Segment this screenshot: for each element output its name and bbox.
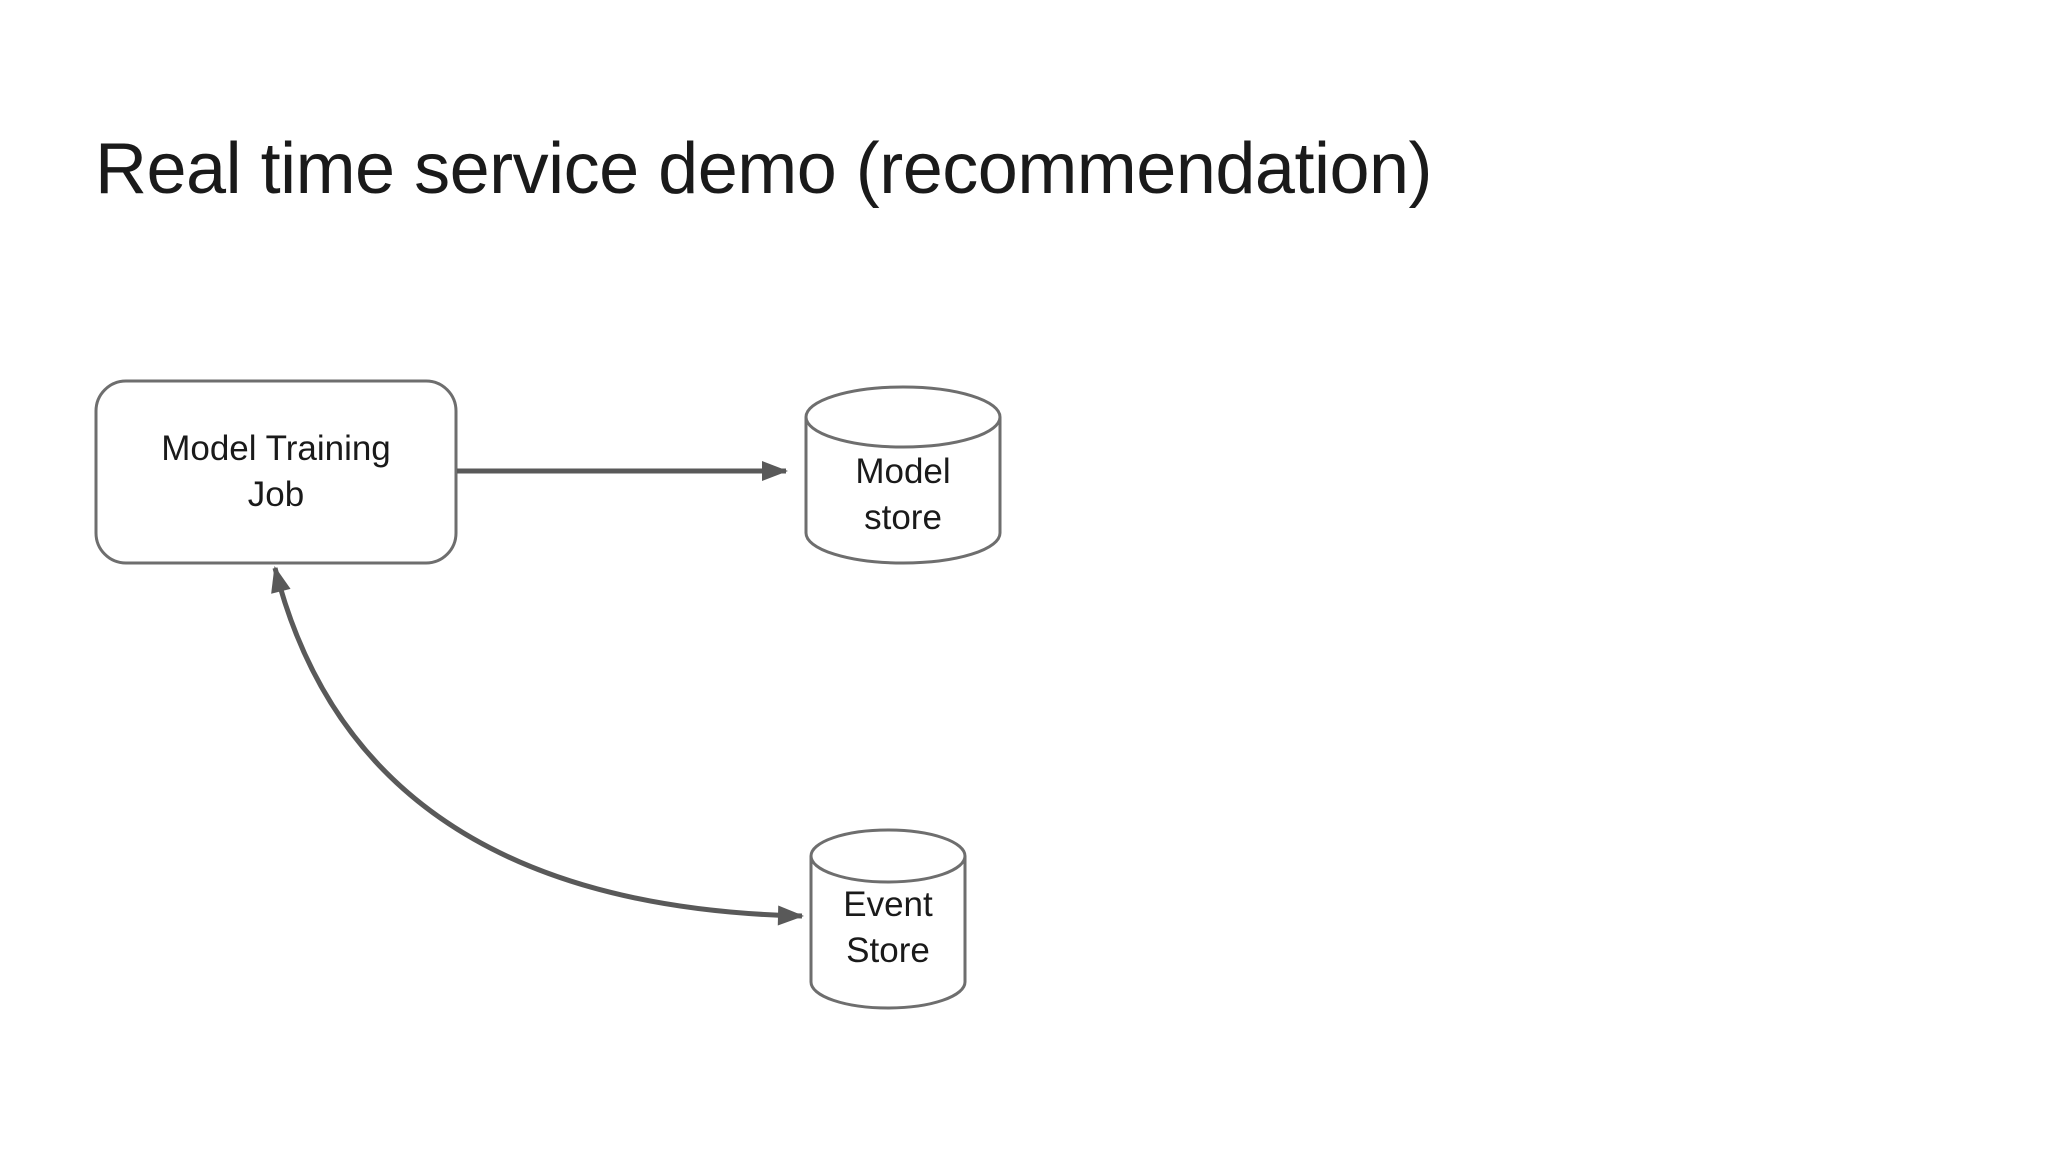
event-store-label-line1: Event [843,885,933,924]
model-store-label: Model store [806,432,1000,557]
event-store-cylinder-top [809,828,967,884]
event-store-cylinder-body [809,856,967,1010]
event-store-label: Event Store [811,868,965,988]
model-store-label-line1: Model [855,451,951,491]
model-training-job-label-line2: Job [247,475,305,514]
model-store-shape [804,385,1002,565]
model-training-job-label-line1: Model Training [161,429,391,468]
event-store-shape [809,828,967,1010]
model-store-cylinder-body [804,417,1002,565]
model-training-job-label: Model Training Job [96,381,456,563]
edge-training-job-event-store [271,566,804,926]
model-store-label-line2: store [864,497,942,537]
event-store-label-line2: Store [846,931,930,970]
slide-title: Real time service demo (recommendation) [95,129,1433,209]
model-training-job-shape [94,379,458,565]
model-store-cylinder-top [804,385,1002,449]
